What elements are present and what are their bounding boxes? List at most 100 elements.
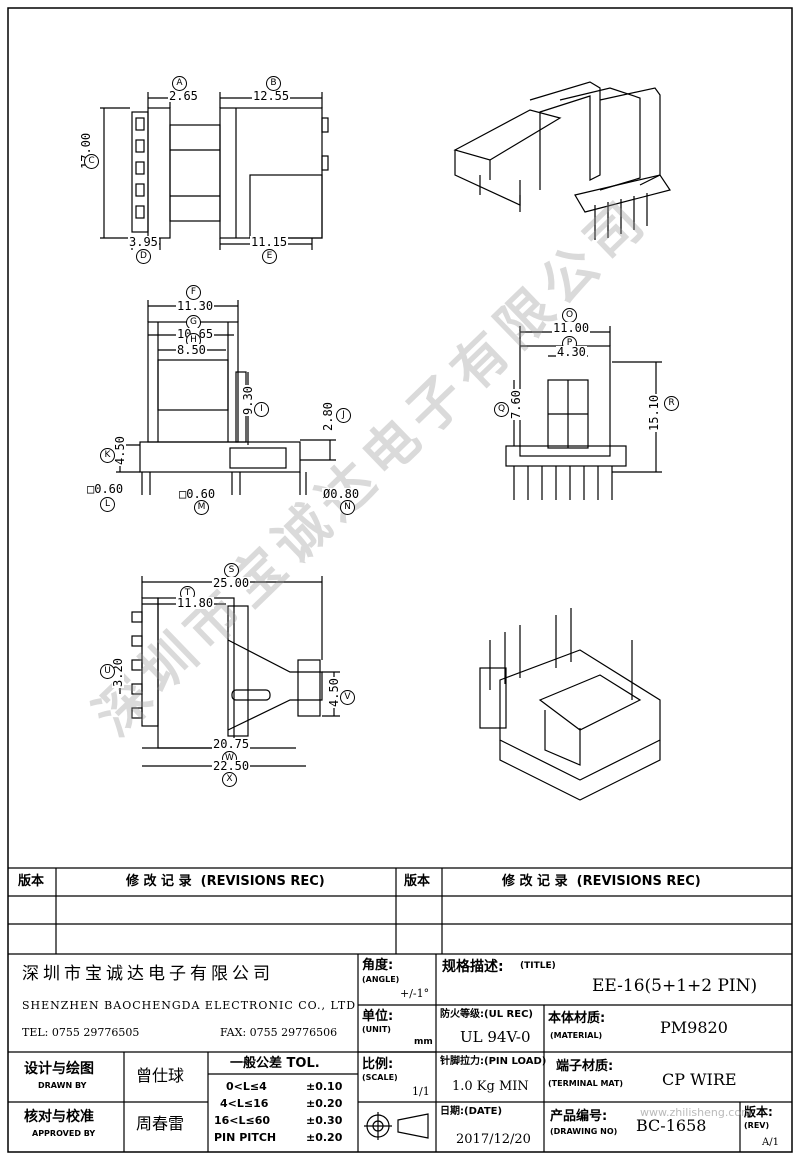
dim-q-value: 7.60	[509, 389, 523, 420]
date-label: 日期:(DATE)	[440, 1106, 503, 1117]
tol-value-0: ±0.10	[306, 1080, 343, 1093]
balloon-b: B	[266, 76, 281, 91]
company-tel: TEL: 0755 29776505	[22, 1026, 140, 1039]
balloon-v: V	[340, 690, 355, 705]
revision-right-header: 版本	[404, 874, 431, 889]
dim-f-value: 11.30	[176, 299, 215, 313]
balloon-x: X	[222, 772, 237, 787]
balloon-r: R	[664, 396, 679, 411]
tol-value-3: ±0.20	[306, 1131, 343, 1144]
balloon-e: E	[262, 249, 277, 264]
balloon-c: C	[84, 154, 99, 169]
angle-label-en: (ANGLE)	[362, 975, 400, 984]
dim-d-value: 3.95	[128, 235, 159, 249]
approved-by-label-cn: 核对与校准	[24, 1109, 94, 1125]
dim-n-value: Ø0.80	[322, 487, 361, 501]
balloon-d: D	[136, 249, 151, 264]
dim-h-value: 8.50	[176, 343, 207, 357]
bottom-view-outline	[119, 576, 340, 767]
tol-range-2: 16<L≤60	[214, 1114, 271, 1127]
drawing-no-label-en: (DRAWING NO)	[550, 1127, 618, 1136]
material-label-cn: 本体材质:	[548, 1011, 606, 1026]
rev-value: A/1	[762, 1137, 779, 1148]
dim-b-value: 12.55	[252, 89, 291, 103]
revision-left-header: 版本	[18, 874, 45, 889]
terminal-label-cn: 端子材质:	[556, 1059, 614, 1074]
unit-label-cn: 单位:	[362, 1009, 394, 1024]
dim-k-value: 4.50	[113, 435, 127, 466]
drawn-by-value: 曾仕球	[136, 1066, 185, 1085]
balloon-f: F	[186, 285, 201, 300]
dim-i-value: 9.30	[241, 385, 255, 416]
scale-label-cn: 比例:	[362, 1057, 394, 1072]
balloon-k: K	[100, 448, 115, 463]
drawn-by-label-cn: 设计与绘图	[24, 1061, 94, 1077]
terminal-label-en: (TERMINAL MAT)	[548, 1079, 624, 1088]
iso-view-bottom-outline	[479, 608, 661, 801]
website-watermark: www.zhilisheng.com	[640, 1106, 752, 1119]
drawing-no-value: BC-1658	[636, 1116, 707, 1135]
dim-o-value: 11.00	[552, 321, 591, 335]
material-label-en: (MATERIAL)	[550, 1031, 603, 1040]
unit-label-en: (UNIT)	[362, 1025, 391, 1034]
date-value: 2017/12/20	[456, 1132, 531, 1147]
side-view-outline	[116, 300, 336, 495]
drawn-by-label-en: DRAWN BY	[38, 1081, 87, 1090]
scale-value: 1/1	[412, 1085, 430, 1098]
rev-label-en: (REV)	[744, 1121, 770, 1130]
dim-r-value: 15.10	[647, 393, 661, 432]
title-label-cn: 规格描述:	[442, 959, 504, 975]
balloon-n: N	[340, 500, 355, 515]
dim-l-value: □0.60	[86, 482, 125, 496]
pin-load-value: 1.0 Kg MIN	[452, 1079, 529, 1094]
company-fax: FAX: 0755 29776506	[220, 1026, 338, 1039]
tol-range-1: 4<L≤16	[220, 1097, 269, 1110]
material-value: PM9820	[660, 1018, 728, 1037]
angle-value: +/-1°	[400, 987, 430, 1000]
tol-range-0: 0<L≤4	[226, 1080, 267, 1093]
balloon-a: A	[172, 76, 187, 91]
balloon-m: M	[194, 500, 209, 515]
balloon-u: U	[100, 664, 115, 679]
tolerance-title: 一般公差 TOL.	[230, 1056, 320, 1071]
dim-t-value: 11.80	[176, 596, 215, 610]
drawing-no-label-cn: 产品编号:	[550, 1109, 608, 1124]
revision-right-title: 修 改 记 录 (REVISIONS REC)	[502, 874, 701, 889]
ul-rec-label: 防火等级:(UL REC)	[440, 1009, 533, 1020]
approved-by-label-en: APPROVED BY	[32, 1129, 96, 1138]
scale-label-en: (SCALE)	[362, 1073, 398, 1082]
pin-load-label: 针脚拉力:(PIN LOAD)	[440, 1056, 547, 1067]
unit-value: mm	[414, 1037, 433, 1047]
dim-m-value: □0.60	[178, 487, 217, 501]
dim-x-value: 22.50	[212, 759, 251, 773]
balloon-j: J	[336, 408, 351, 423]
dim-w-value: 20.75	[212, 737, 251, 751]
dim-v-value: 4.50	[327, 677, 341, 708]
angle-label-cn: 角度:	[362, 958, 394, 973]
rev-label-cn: 版本:	[744, 1105, 773, 1119]
approved-by-value: 周春雷	[136, 1114, 185, 1133]
company-name-cn: 深圳市宝诚达电子有限公司	[22, 964, 274, 984]
dim-a-value: 2.65	[168, 89, 199, 103]
dim-p-value: 4.30	[556, 345, 587, 359]
balloon-q: Q	[494, 402, 509, 417]
title-block-grid	[8, 867, 792, 1152]
tol-value-1: ±0.20	[306, 1097, 343, 1110]
ul-rec-value: UL 94V-0	[460, 1028, 531, 1046]
balloon-i: I	[254, 402, 269, 417]
balloon-l: L	[100, 497, 115, 512]
tol-value-2: ±0.30	[306, 1114, 343, 1127]
tol-range-3: PIN PITCH	[214, 1131, 277, 1144]
company-name-en: SHENZHEN BAOCHENGDA ELECTRONIC CO., LTD	[22, 999, 357, 1012]
top-view-outline	[100, 92, 329, 250]
terminal-value: CP WIRE	[662, 1070, 737, 1089]
title-label-en: (TITLE)	[520, 961, 556, 971]
title-value: EE-16(5+1+2 PIN)	[592, 976, 758, 996]
dim-s-value: 25.00	[212, 576, 251, 590]
iso-view-top-outline	[453, 81, 671, 240]
dim-j-value: 2.80	[321, 401, 335, 432]
revision-left-title: 修 改 记 录 (REVISIONS REC)	[126, 874, 325, 889]
dim-e-value: 11.15	[250, 235, 289, 249]
